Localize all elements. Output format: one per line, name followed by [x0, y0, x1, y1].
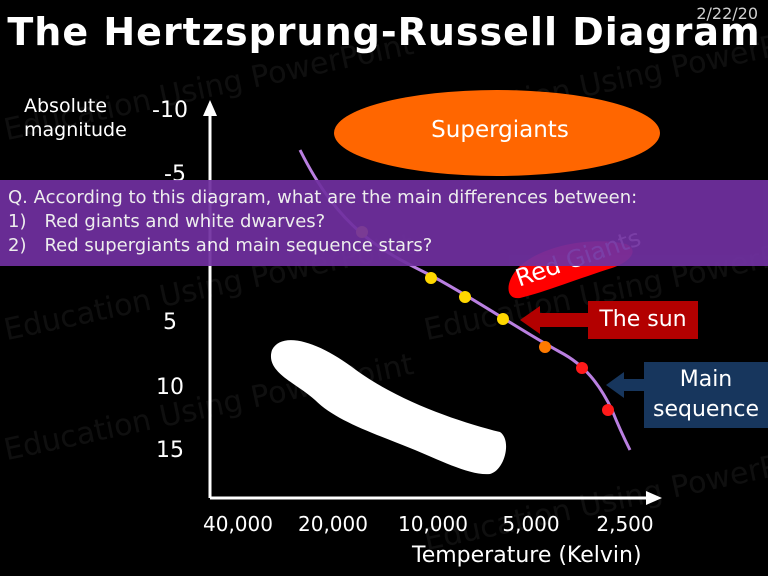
question-item-2-number: 2) [8, 235, 27, 256]
x-tick-label: 5,000 [502, 512, 560, 536]
question-item-2-text: Red supergiants and main sequence stars? [44, 235, 433, 256]
y-tick-label: 10 [156, 375, 184, 400]
sun-dot [497, 313, 509, 325]
sun-callout: The sun [588, 301, 698, 339]
y-axis-arrowhead [203, 100, 217, 116]
question-item-1-number: 1) [8, 211, 27, 232]
star-dot [602, 404, 614, 416]
supergiants-region [334, 90, 660, 176]
question-prompt: Q. According to this diagram, what are t… [8, 187, 638, 208]
star-dot [425, 272, 437, 284]
x-axis-label: Temperature (Kelvin) [412, 543, 642, 568]
question-item-2: 2) Red supergiants and main sequence star… [8, 234, 768, 258]
x-tick-label: 20,000 [298, 512, 368, 536]
main-sequence-arrow [606, 372, 646, 398]
star-dot [459, 291, 471, 303]
y-axis-label: Absolute magnitude [24, 94, 127, 142]
y-tick-label: -10 [152, 98, 188, 123]
x-tick-label: 10,000 [398, 512, 468, 536]
x-tick-label: 2,500 [596, 512, 654, 536]
slide-date: 2/22/20 [696, 4, 758, 23]
supergiants-label: Supergiants [431, 117, 569, 143]
star-dot [539, 341, 551, 353]
sun-arrow [520, 306, 590, 334]
star-dot [576, 362, 588, 374]
y-axis-label-line2: magnitude [24, 119, 127, 141]
white-dwarfs-region [270, 340, 507, 475]
question-item-1-text: Red giants and white dwarves? [44, 211, 326, 232]
slide-title: The Hertzsprung-Russell Diagram [7, 10, 761, 54]
question-band: Q. According to this diagram, what are t… [0, 180, 768, 266]
question-item-1: 1) Red giants and white dwarves? [8, 210, 768, 234]
main-sequence-callout-line2: sequence [652, 397, 759, 422]
main-sequence-callout: Main sequence [644, 362, 768, 428]
y-tick-label: 5 [163, 310, 177, 335]
main-sequence-callout-line1: Main [679, 367, 733, 392]
x-tick-label: 40,000 [203, 512, 273, 536]
y-tick-label: 15 [156, 438, 184, 463]
x-axis-arrowhead [646, 491, 662, 505]
y-axis-label-line1: Absolute [24, 95, 108, 117]
